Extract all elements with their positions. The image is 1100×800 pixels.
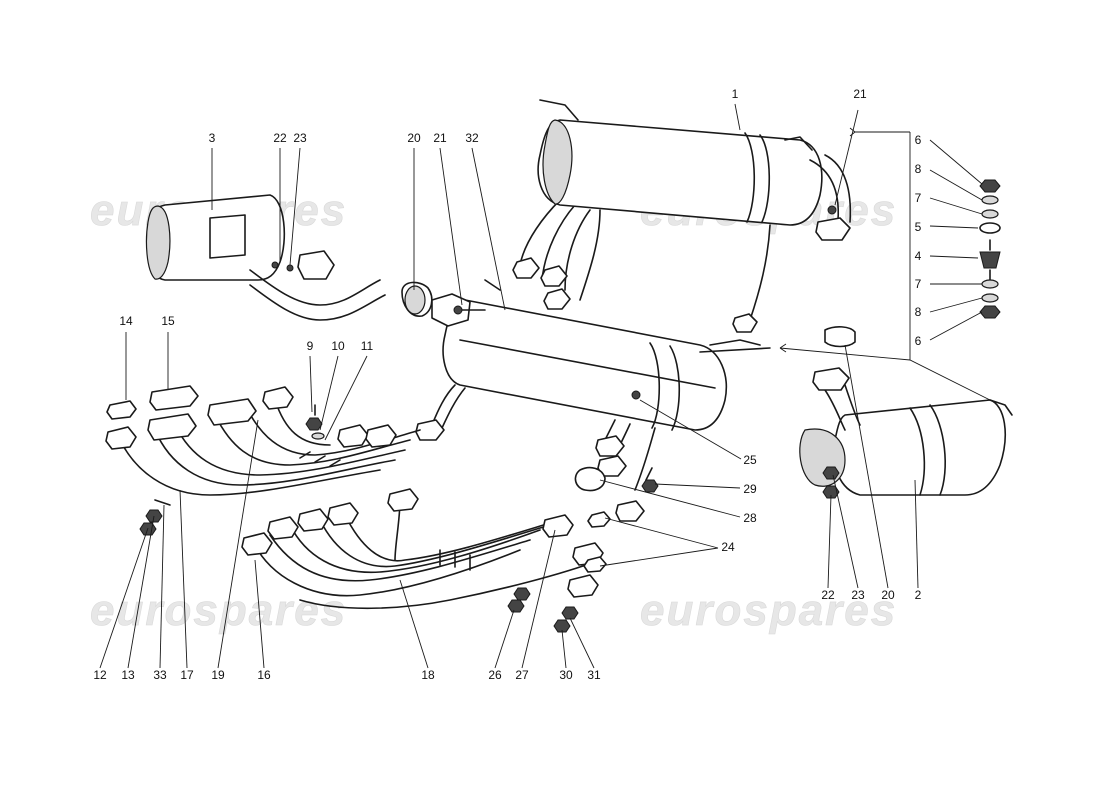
callout-6-lower: 6: [915, 334, 922, 348]
loose-gaskets: [106, 385, 611, 573]
callout-32: 32: [465, 131, 479, 145]
callout-15: 15: [161, 314, 175, 328]
callout-30: 30: [559, 668, 573, 682]
callout-28: 28: [743, 511, 757, 525]
callout-2: 2: [915, 588, 922, 602]
callout-12: 12: [93, 668, 107, 682]
callout-1: 1: [732, 87, 739, 101]
callout-11: 11: [361, 339, 374, 353]
leader-lines: [99, 103, 983, 669]
callout-19: 19: [211, 668, 225, 682]
watermark-bottom-right: eurospares: [640, 586, 897, 635]
callout-20-lower: 20: [881, 588, 895, 602]
callout-4: 4: [915, 249, 922, 263]
callout-17: 17: [180, 668, 194, 682]
left-silencer: [145, 194, 386, 321]
callout-7-lower: 7: [915, 277, 922, 291]
callout-13: 13: [121, 668, 135, 682]
rear-silencer-lower: [799, 326, 1013, 496]
callout-21-center: 21: [433, 131, 447, 145]
callout-25: 25: [743, 453, 757, 467]
callout-20-upper: 20: [407, 131, 421, 145]
callout-labels: 1 2 3 4 5 6 6 7 7 8 8 9 10 11 12 13 14 1…: [93, 87, 921, 682]
callout-9: 9: [307, 339, 314, 353]
callout-10: 10: [331, 339, 345, 353]
callout-29: 29: [743, 482, 757, 496]
rubber-mount-stack: [779, 127, 1001, 401]
callout-16: 16: [257, 668, 271, 682]
callout-33: 33: [153, 668, 167, 682]
callout-8-upper: 8: [915, 162, 922, 176]
callout-6-upper: 6: [915, 133, 922, 147]
callout-7-upper: 7: [915, 191, 922, 205]
callout-26: 26: [488, 668, 502, 682]
watermark-bottom-left: eurospares: [90, 586, 347, 635]
callout-14: 14: [119, 314, 133, 328]
callout-18: 18: [421, 668, 435, 682]
callout-31: 31: [587, 668, 601, 682]
callout-21-right: 21: [853, 87, 867, 101]
callout-22-lower: 22: [821, 588, 835, 602]
callout-27: 27: [515, 668, 529, 682]
rear-silencer-upper: [512, 99, 852, 333]
callout-23-lower: 23: [851, 588, 865, 602]
callout-23-upper: 23: [293, 131, 307, 145]
callout-5: 5: [915, 220, 922, 234]
callout-3: 3: [209, 131, 216, 145]
callout-24: 24: [721, 540, 735, 554]
lower-exhaust-manifold: [241, 488, 604, 610]
clamp-and-flange: [401, 281, 486, 327]
upper-exhaust-manifold: [105, 386, 421, 496]
callout-22-upper: 22: [273, 131, 287, 145]
callout-8-lower: 8: [915, 305, 922, 319]
